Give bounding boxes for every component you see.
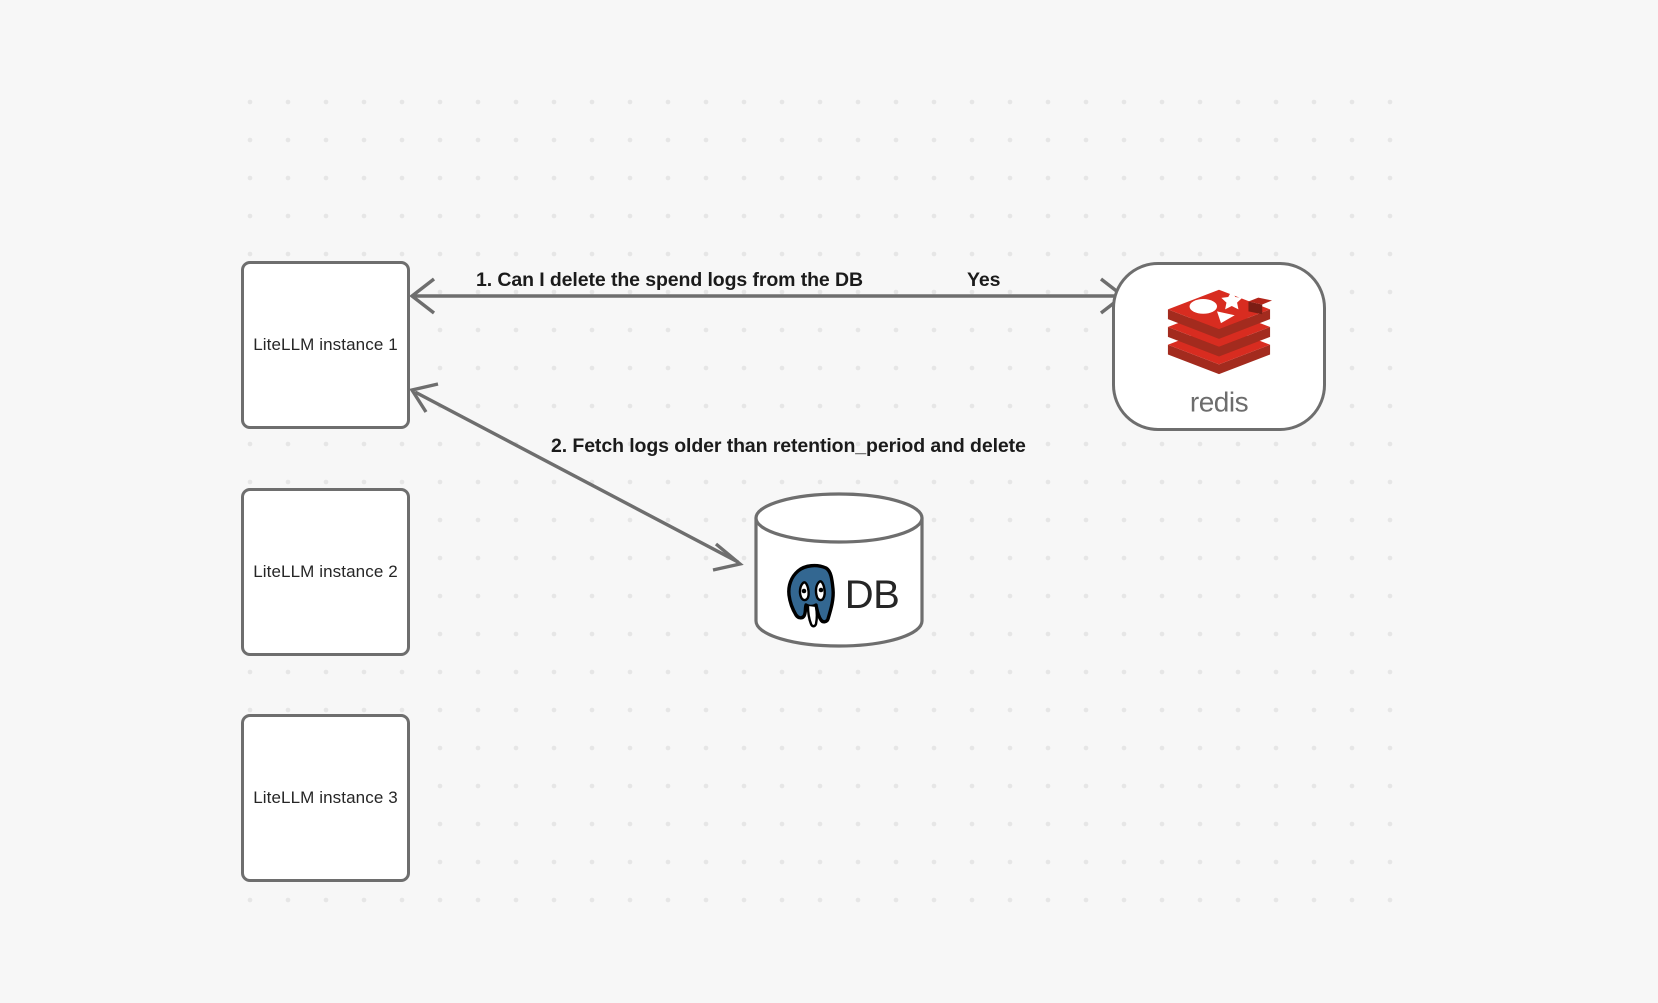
node-label: LiteLLM instance 2 <box>253 562 398 581</box>
node-redis[interactable]: redis <box>1112 262 1326 431</box>
node-litellm-instance-2[interactable]: LiteLLM instance 2 <box>241 488 410 656</box>
edge-label-fetch-logs-older-than-retention: 2. Fetch logs older than retention_perio… <box>551 435 1026 457</box>
db-content: DB <box>753 545 925 645</box>
arrowhead-left <box>409 277 436 315</box>
db-label: DB <box>844 573 900 617</box>
node-label: LiteLLM instance 1 <box>253 335 398 354</box>
postgresql-elephant-icon <box>786 563 835 628</box>
redis-wordmark: redis <box>1190 386 1249 417</box>
node-litellm-instance-1[interactable]: LiteLLM instance 1 <box>241 261 410 429</box>
redis-logo-icon <box>1167 289 1273 374</box>
svg-text:redis: redis <box>1190 386 1248 417</box>
node-database[interactable]: DB <box>753 491 925 648</box>
node-litellm-instance-3[interactable]: LiteLLM instance 3 <box>241 714 410 882</box>
node-label: LiteLLM instance 3 <box>253 788 398 807</box>
edge-instance1-db <box>409 382 744 572</box>
arrowhead-upleft <box>409 382 439 413</box>
arrowhead-downright <box>712 542 744 572</box>
edge-label-can-i-delete-spend-logs: 1. Can I delete the spend logs from the … <box>476 269 863 291</box>
edge-label-yes: Yes <box>967 269 1001 291</box>
